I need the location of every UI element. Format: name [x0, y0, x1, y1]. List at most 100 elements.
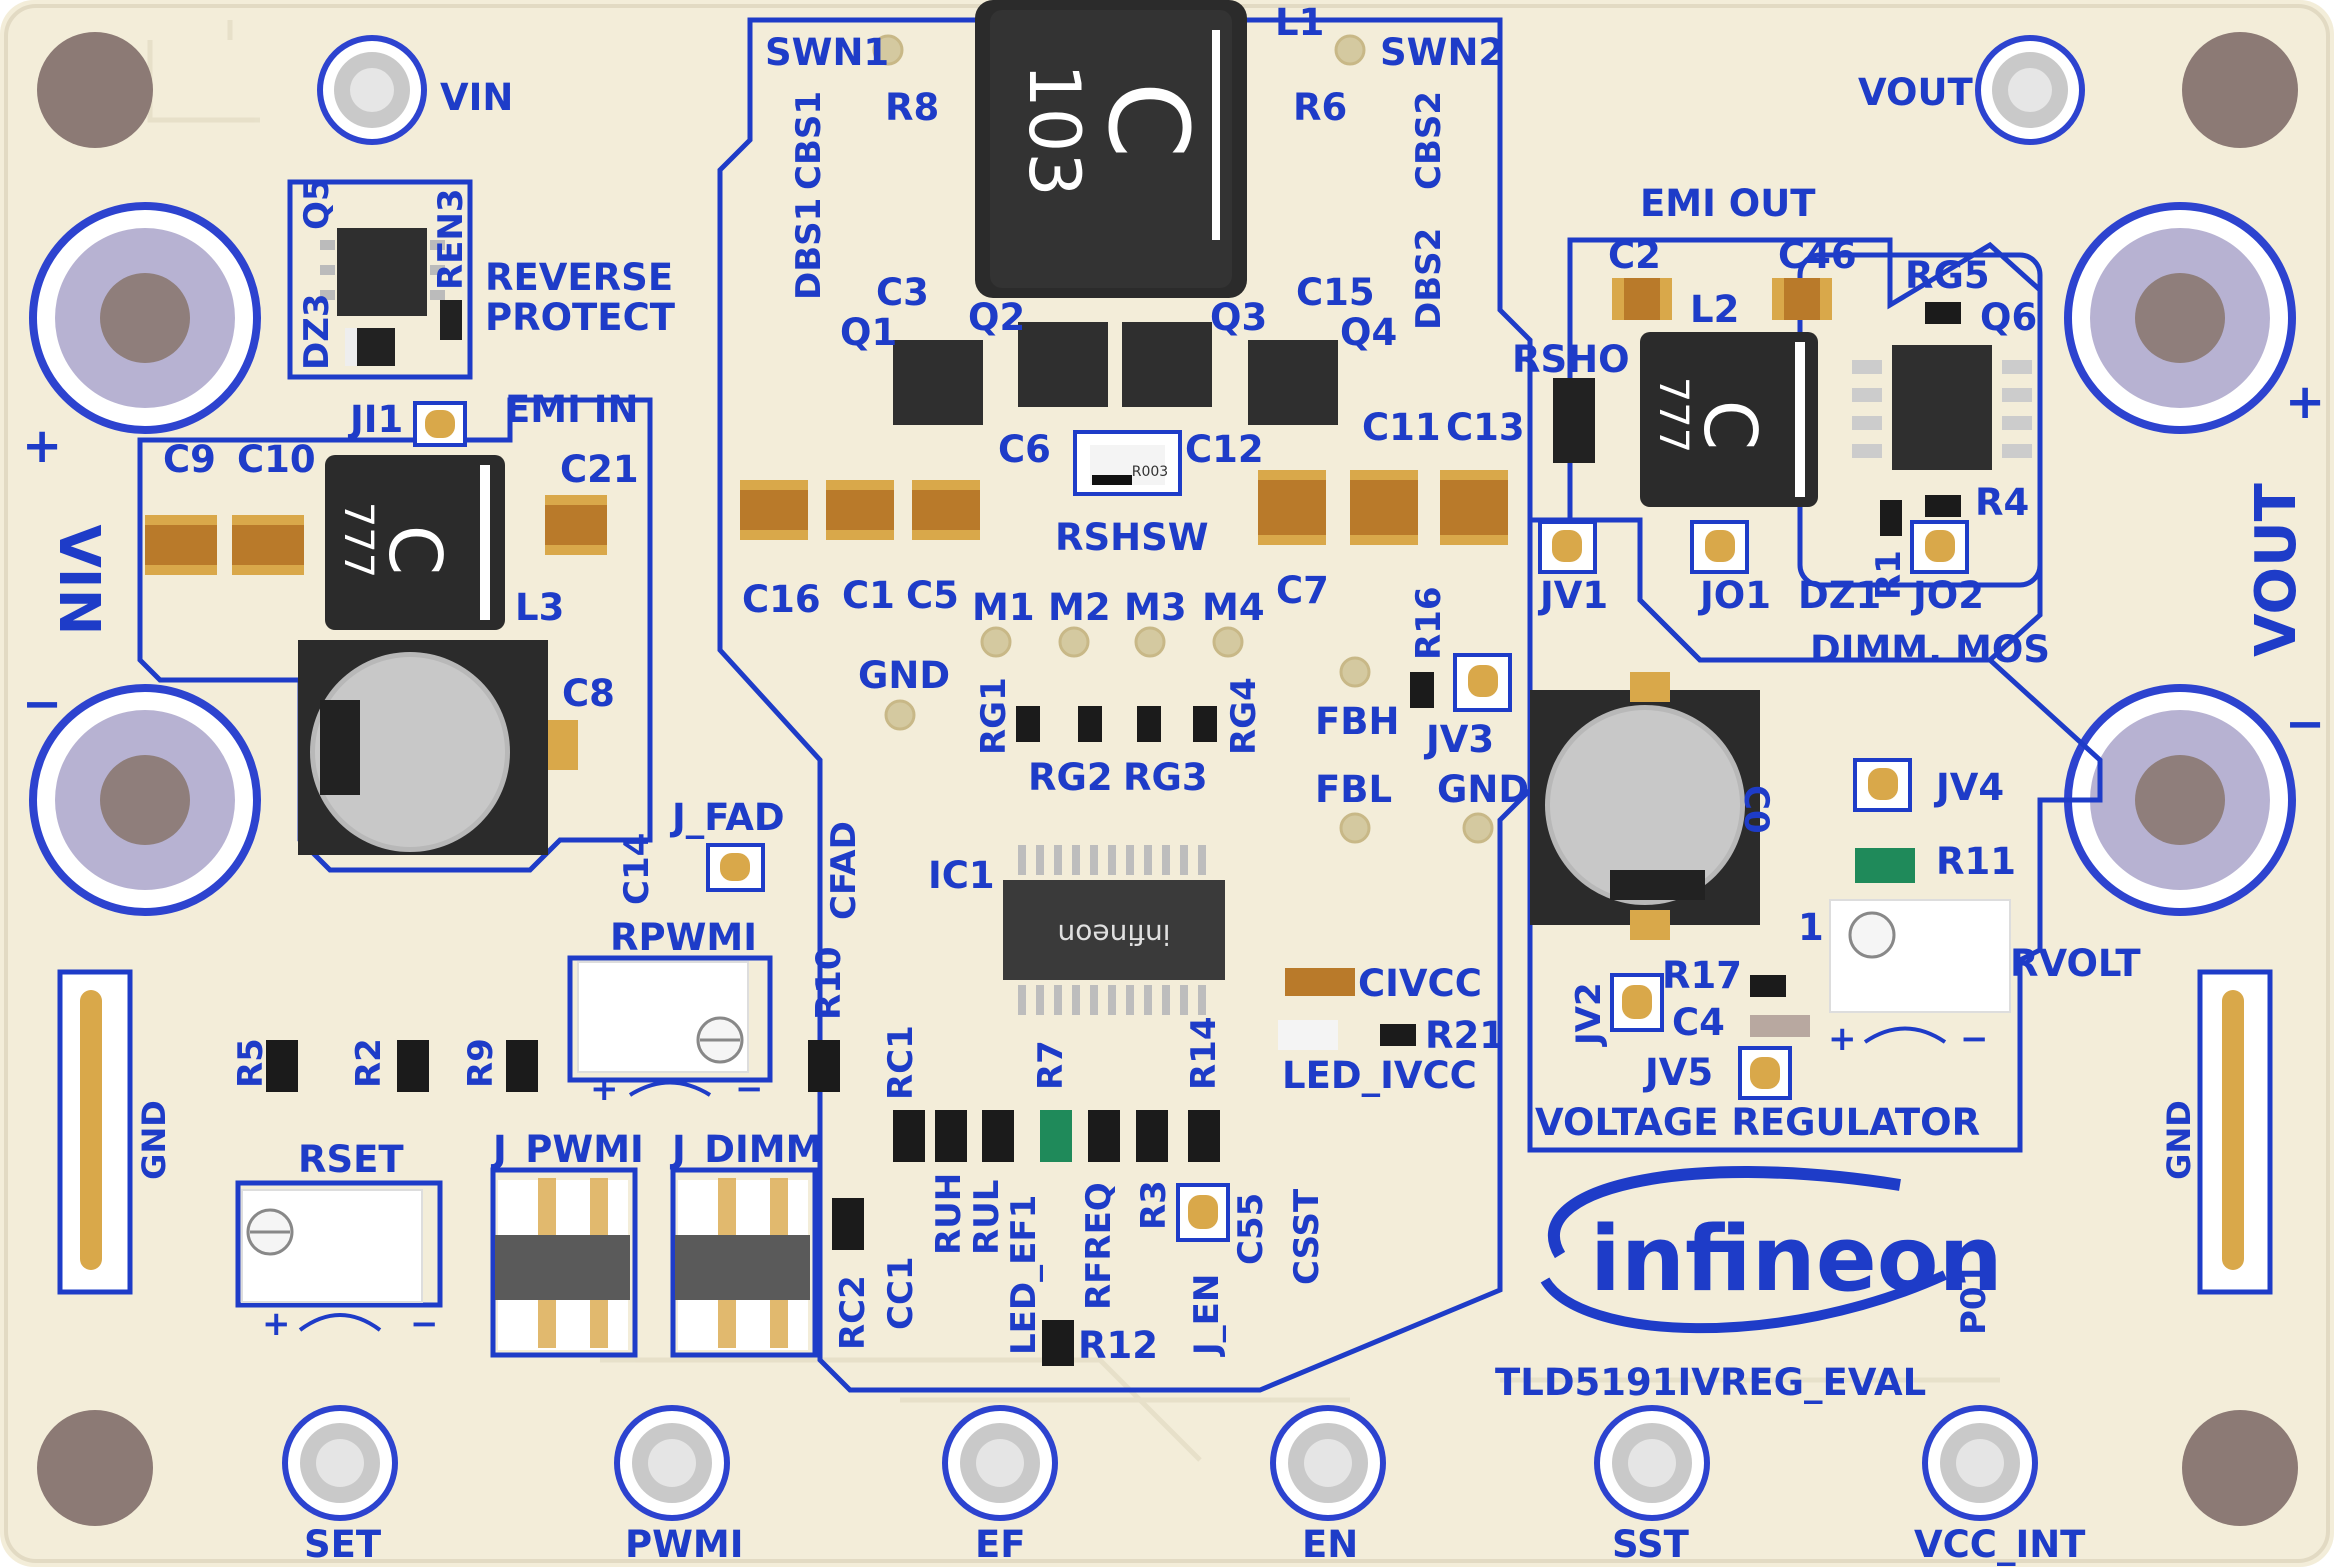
label-ji1: JI1 [347, 398, 403, 441]
label-set: SET [304, 1523, 382, 1566]
label-rg2: RG2 [1028, 756, 1113, 799]
label-pin1: 1 [1798, 906, 1824, 949]
label-sst: SST [1612, 1523, 1690, 1566]
vin-minus-sign: − [22, 676, 62, 732]
label-r5: R5 [231, 1038, 271, 1088]
label-protect: PROTECT [485, 296, 676, 339]
label-led-ivcc: LED_IVCC [1282, 1054, 1477, 1097]
tp-en[interactable] [1270, 1405, 1386, 1521]
label-c14: C14 [617, 833, 657, 905]
block-outlines [137, 17, 2103, 1393]
label-emi-out: EMI OUT [1640, 182, 1816, 225]
jumper-j-dimm[interactable] [675, 1178, 810, 1350]
tp-pwmi[interactable] [614, 1405, 730, 1521]
mount-hole-bl [37, 1410, 153, 1526]
vin-test-point[interactable] [317, 35, 427, 145]
solder-jumpers[interactable] [413, 401, 1969, 1242]
trimmer-rpwmi[interactable] [577, 961, 749, 1073]
label-vcc-int: VCC_INT [1914, 1523, 2086, 1566]
label-cc1: CC1 [881, 1256, 921, 1330]
bottom-test-points[interactable] [282, 1405, 2038, 1521]
label-r11: R11 [1936, 840, 2016, 883]
label-r17: R17 [1662, 954, 1742, 997]
label-civcc: CIVCC [1358, 962, 1482, 1005]
label-p01: P01 [1954, 1263, 1994, 1335]
resistor-rshsw: R003 [1073, 430, 1182, 496]
label-c46: C46 [1778, 234, 1857, 277]
label-c5: C5 [906, 574, 959, 617]
vin-plus-sign: + [22, 418, 62, 474]
tp-sst[interactable] [1594, 1405, 1710, 1521]
label-r12: R12 [1078, 1324, 1158, 1367]
trimmer-rvolt[interactable] [1829, 899, 2011, 1013]
trimmer-rset[interactable] [241, 1189, 423, 1303]
label-rfreq: RFREQ [1079, 1182, 1119, 1310]
label-m1: M1 [972, 586, 1035, 629]
label-r8: R8 [885, 86, 939, 129]
vout-test-point[interactable] [1975, 35, 2085, 145]
main-converter-outline [717, 17, 1533, 1393]
j-dimm-outline [670, 1167, 818, 1358]
label-rg5: RG5 [1905, 254, 1990, 297]
label-jv1: JV1 [1537, 574, 1608, 617]
resistor-r11-green [1855, 848, 1915, 883]
label-c21: C21 [560, 448, 639, 491]
label-rul: RUL [967, 1180, 1007, 1255]
power-terminals[interactable] [29, 202, 2296, 916]
label-r7: R7 [1031, 1040, 1071, 1090]
label-emi-in: EMI IN [505, 388, 638, 431]
label-vin: VIN [440, 76, 513, 119]
tp-ef[interactable] [942, 1405, 1058, 1521]
mount-hole-tl [37, 32, 153, 148]
label-en: EN [1302, 1523, 1358, 1566]
label-cfad: CFAD [824, 821, 864, 920]
label-gnd-left: GND [135, 1100, 173, 1180]
label-fbl: FBL [1315, 768, 1392, 811]
l1-marking-2: 103 [1013, 63, 1095, 197]
label-q4: Q4 [1340, 311, 1397, 354]
rpwmi-outline [567, 955, 773, 1083]
label-c2: C2 [1608, 234, 1661, 277]
label-vout: VOUT [1858, 71, 1973, 114]
label-c0: C0 [1736, 785, 1776, 834]
svg-text:+: + [262, 1304, 291, 1344]
label-ic1: IC1 [928, 854, 995, 897]
label-csst: CSST [1287, 1188, 1327, 1285]
label-j-fad: J_FAD [669, 796, 785, 839]
label-l3: L3 [515, 586, 564, 629]
label-ren3: REN3 [431, 188, 471, 290]
label-gnd-2: GND [1437, 768, 1529, 811]
svg-text:+: + [590, 1069, 619, 1109]
tp-set[interactable] [282, 1405, 398, 1521]
terminal-vin-minus[interactable] [29, 684, 261, 916]
label-rsho: RSHO [1512, 338, 1630, 381]
label-ruh: RUH [929, 1173, 969, 1255]
terminal-vout-plus[interactable] [2064, 202, 2296, 434]
cap-civcc [1285, 968, 1355, 996]
voltage-regulator-outline [1527, 517, 2103, 1153]
mid-test-points[interactable] [872, 34, 1494, 844]
label-c4: C4 [1672, 1001, 1725, 1044]
gnd-clip-right[interactable] [2197, 969, 2273, 1295]
label-rpwmi: RPWMI [610, 916, 757, 959]
terminal-vin-plus[interactable] [29, 202, 261, 434]
label-jv3: JV3 [1423, 718, 1494, 761]
label-voltage-regulator: VOLTAGE REGULATOR [1535, 1101, 1980, 1144]
infineon-logo-text: infineon [1590, 1207, 2003, 1312]
label-c1: C1 [842, 574, 895, 617]
ceramic-caps [145, 278, 1832, 575]
label-r21: R21 [1425, 1014, 1505, 1057]
label-l2: L2 [1690, 288, 1739, 331]
label-dbs1: DBS1 [789, 198, 829, 300]
jumper-j-pwmi[interactable] [495, 1178, 630, 1350]
svg-text:−: − [1960, 1019, 1989, 1059]
label-dz1: DZ1 [1798, 574, 1881, 617]
mosfet-q5 [320, 228, 445, 316]
label-m4: M4 [1202, 586, 1265, 629]
label-c9: C9 [163, 438, 216, 481]
label-dbs2: DBS2 [1409, 228, 1449, 330]
gnd-clip-left[interactable] [57, 969, 133, 1295]
label-rg4: RG4 [1224, 677, 1264, 755]
label-jv5: JV5 [1642, 1051, 1713, 1094]
tp-vcc-int[interactable] [1922, 1405, 2038, 1521]
